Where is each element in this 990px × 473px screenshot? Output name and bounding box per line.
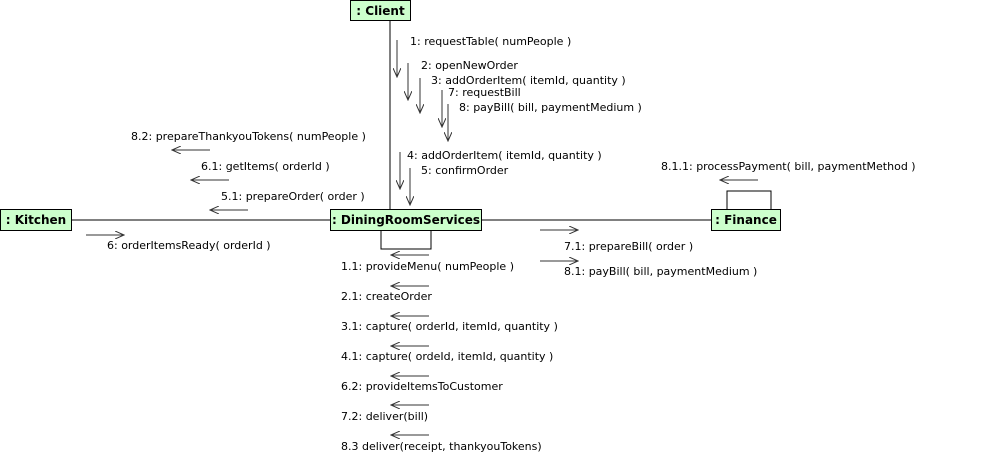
message-7-request-bill: 7: requestBill — [448, 86, 521, 99]
client-object[interactable]: : Client — [350, 0, 411, 21]
message-8-3-deliver-receipt: 8.3 deliver(receipt, thankyouTokens) — [341, 440, 542, 453]
message-4-add-order-item: 4: addOrderItem( itemId, quantity ) — [407, 149, 602, 162]
message-4-1-capture: 4.1: capture( ordeId, itemId, quantity ) — [341, 350, 554, 363]
self-link-dining — [380, 231, 432, 250]
self-link-finance — [726, 190, 772, 209]
message-3-add-order-item: 3: addOrderItem( itemId, quantity ) — [431, 74, 626, 87]
dining-room-services-object[interactable]: : DiningRoomServices — [330, 209, 482, 231]
message-2-1-create-order: 2.1: createOrder — [341, 290, 432, 303]
kitchen-object[interactable]: : Kitchen — [0, 209, 72, 231]
message-7-1-prepare-bill: 7.1: prepareBill( order ) — [564, 240, 694, 253]
message-3-1-capture: 3.1: capture( orderId, itemId, quantity … — [341, 320, 558, 333]
message-8-1-1-process-payment: 8.1.1: processPayment( bill, paymentMeth… — [661, 160, 916, 173]
finance-object[interactable]: : Finance — [711, 209, 781, 231]
message-6-2-provide-items-to-customer: 6.2: provideItemsToCustomer — [341, 380, 503, 393]
message-1-1-provide-menu: 1.1: provideMenu( numPeople ) — [341, 260, 514, 273]
message-7-2-deliver-bill: 7.2: deliver(bill) — [341, 410, 429, 423]
message-5-confirm-order: 5: confirmOrder — [421, 164, 509, 177]
message-1-request-table: 1: requestTable( numPeople ) — [410, 35, 572, 48]
message-6-1-get-items: 6.1: getItems( orderId ) — [201, 160, 330, 173]
message-8-1-pay-bill: 8.1: payBill( bill, paymentMedium ) — [564, 265, 758, 278]
message-8-2-prepare-thankyou-tokens: 8.2: prepareThankyouTokens( numPeople ) — [131, 130, 366, 143]
message-5-1-prepare-order: 5.1: prepareOrder( order ) — [221, 190, 365, 203]
message-8-pay-bill: 8: payBill( bill, paymentMedium ) — [459, 101, 642, 114]
message-6-order-items-ready: 6: orderItemsReady( orderId ) — [107, 239, 271, 252]
message-2-open-new-order: 2: openNewOrder — [421, 59, 518, 72]
